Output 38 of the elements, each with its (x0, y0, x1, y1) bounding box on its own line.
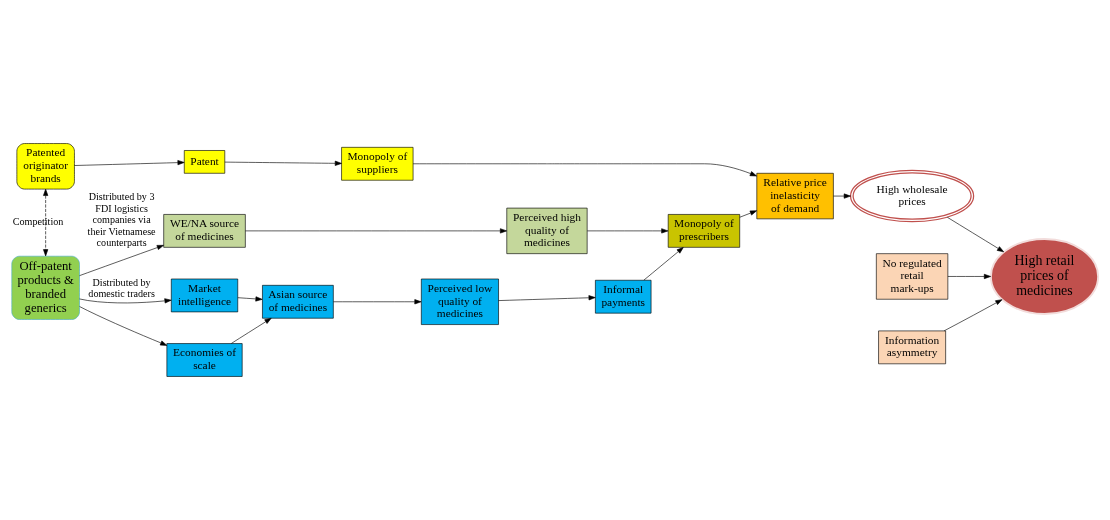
node-box: Patent (183, 150, 226, 174)
arrow (643, 247, 684, 281)
node-box: Monopoly of prescribers (667, 214, 741, 248)
node-box: WE/NA source of medicines (163, 214, 246, 248)
arrow (498, 295, 596, 301)
node-box: Perceived high quality of medicines (506, 207, 588, 254)
node-box: Patented originator brands (16, 143, 75, 190)
arrow (333, 299, 422, 305)
node-box: Asian source of medicines (262, 285, 334, 319)
edge-label: Distributed by 3 FDI logistics companies via their Vietnamese counterparts (87, 191, 156, 248)
arrow (74, 160, 185, 166)
arrow (245, 228, 507, 234)
arrow (43, 188, 49, 257)
arrow (947, 216, 1004, 253)
arrow (947, 273, 991, 279)
arrow (231, 317, 272, 344)
node-box: No regulated retail mark-ups (876, 253, 949, 300)
arrow (224, 160, 342, 166)
arrow (586, 228, 669, 234)
node-box: Informal payments (595, 279, 652, 314)
arrow (79, 306, 168, 346)
arrow (237, 296, 263, 302)
node-box: Off-patent products & branded generics (11, 255, 80, 320)
node-box: Relative price inelasticity of demand (756, 172, 834, 220)
edge-label: Distributed by domestic traders (88, 276, 155, 300)
node-box: Monopoly of suppliers (341, 147, 414, 181)
node-ellipse: High retail prices of medicines (989, 238, 1100, 315)
arrow (79, 298, 172, 304)
node-box: Information asymmetry (878, 330, 946, 365)
node-box: Perceived low quality of medicines (421, 278, 499, 325)
arrow (412, 163, 757, 177)
arrow (943, 299, 1003, 332)
node-box: Market intelligence (170, 278, 239, 313)
arrow (739, 210, 757, 218)
arrow (79, 245, 164, 276)
node-box: Economies of scale (166, 343, 243, 377)
edge-label: Competition (12, 216, 64, 228)
arrow (833, 193, 851, 199)
